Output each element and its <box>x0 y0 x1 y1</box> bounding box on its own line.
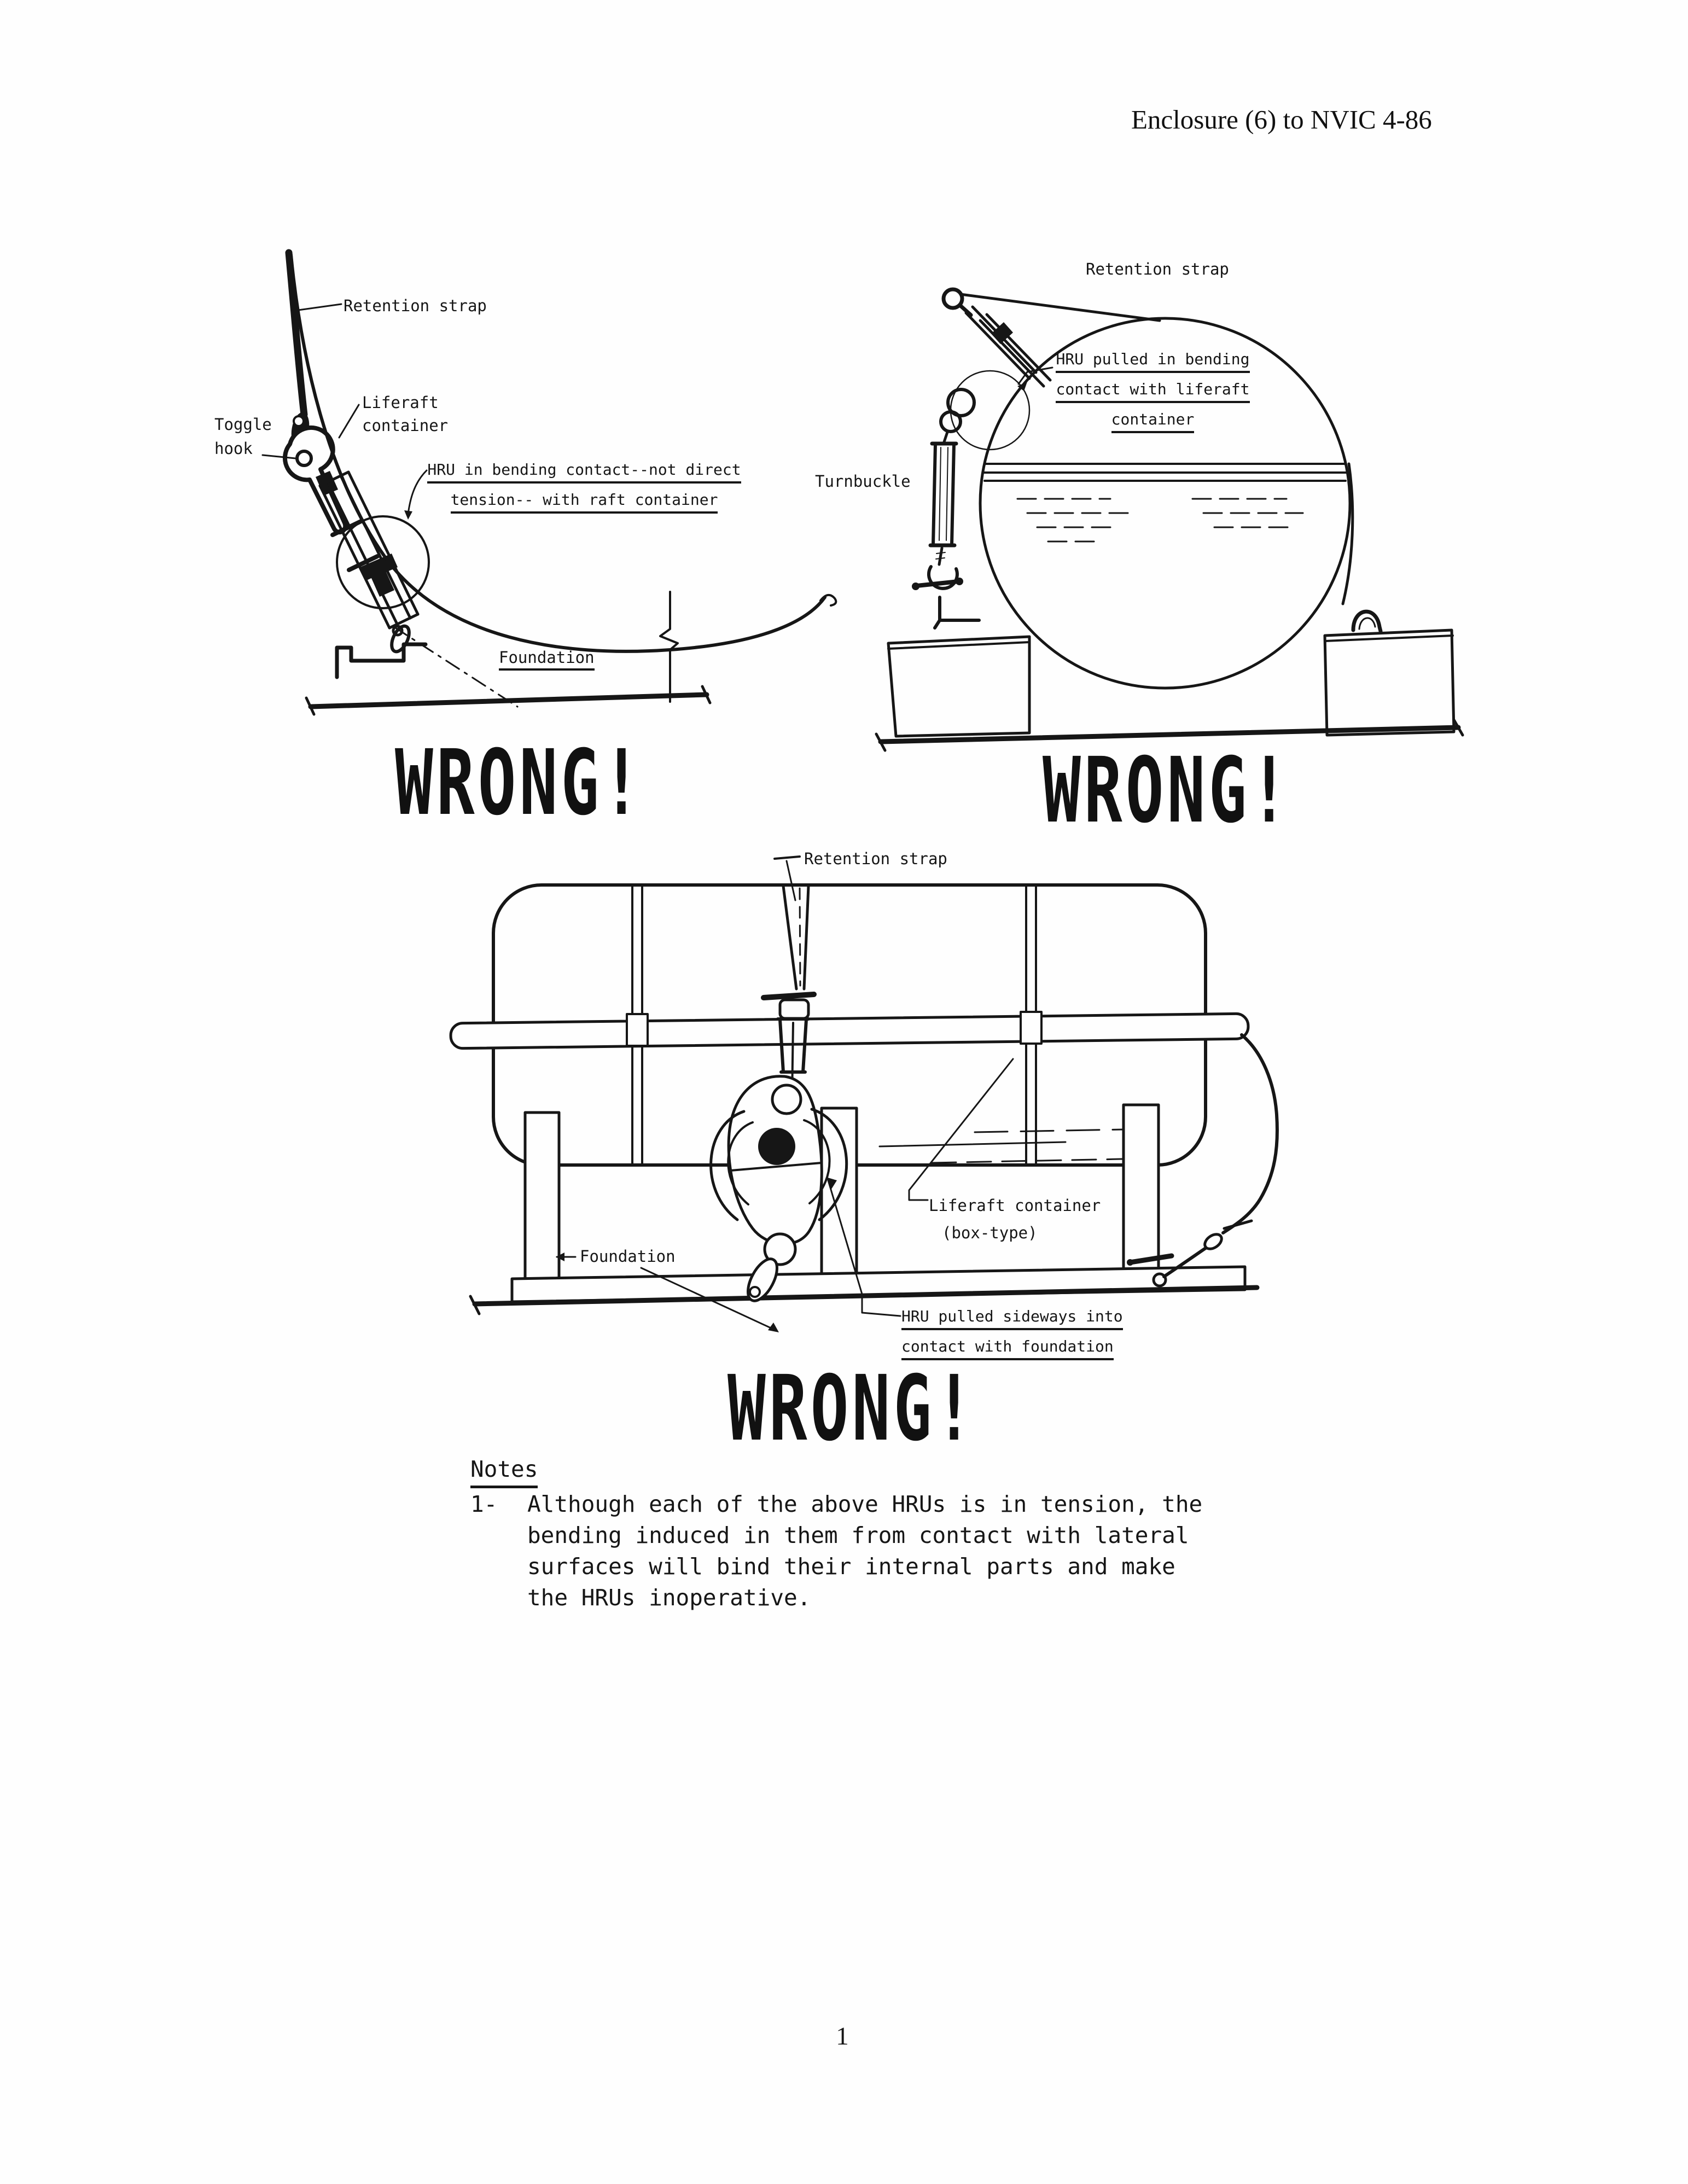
figure3-line-drawing <box>449 855 1279 1332</box>
fig3-hru-note: HRU pulled sideways into contact with fo… <box>901 1307 1123 1360</box>
fig1-retention-strap-label: Retention strap <box>344 296 487 315</box>
fig2-turnbuckle-label: Turnbuckle <box>815 472 911 491</box>
enclosure-header: Enclosure (6) to NVIC 4-86 <box>1131 104 1432 135</box>
note-text-line: the HRUs inoperative. <box>527 1585 811 1611</box>
fig1-liferaft-label-line2: container <box>362 416 449 435</box>
rail-strap-clips <box>626 1011 1043 1047</box>
fig3-liferaft-label-line2: (box-type) <box>942 1224 1038 1242</box>
figure1-root <box>261 249 837 716</box>
retention-strap-line <box>959 293 1354 605</box>
container-band <box>982 463 1348 482</box>
foundation-bracket <box>335 642 428 679</box>
fig2-hru-note-line2: contact with liferaft <box>1056 380 1250 403</box>
top-hook <box>941 287 973 317</box>
fig3-hru-note-line2: contact with foundation <box>901 1337 1114 1360</box>
fig3-wrong-verdict: WRONG! <box>727 1356 977 1461</box>
fig2-hru-note: HRU pulled in bending contact with lifer… <box>1047 350 1258 433</box>
fig3-liferaft-label-line1: Liferaft container <box>929 1196 1101 1215</box>
fig1-foundation-label: Foundation <box>499 650 595 671</box>
fig1-toggle-hook-label-line1: Toggle <box>214 415 272 434</box>
foundation-line <box>305 685 712 716</box>
ground-line <box>469 1285 1260 1315</box>
centerline-dashdot <box>393 626 519 708</box>
shackle-links <box>939 388 976 433</box>
note-item-number: 1- <box>470 1491 498 1517</box>
figure3-root <box>449 855 1279 1332</box>
note-text-line: bending induced in them from contact wit… <box>527 1522 1189 1548</box>
fig1-toggle-hook-label-line2: hook <box>214 439 253 458</box>
contact-bulge-circle <box>950 370 1031 451</box>
fig3-foundation-label: Foundation <box>580 1247 676 1266</box>
fig2-wrong-verdict: WRONG! <box>1043 738 1292 843</box>
label-leader-lines <box>556 855 1014 1332</box>
fig2-retention-strap-label: Retention strap <box>1086 260 1229 278</box>
note-text-line: surfaces will bind their internal parts … <box>527 1553 1175 1580</box>
hru-rods <box>964 305 1052 388</box>
fig1-hru-note-line1: HRU in bending contact--not direct <box>427 461 741 484</box>
container-outline-curve <box>289 253 837 653</box>
page-number: 1 <box>836 2022 849 2051</box>
figure2-root <box>875 287 1464 752</box>
lashing-rope <box>1127 1033 1279 1288</box>
ground-line <box>875 718 1464 752</box>
hru-assembly <box>709 1075 848 1302</box>
notes-heading: Notes <box>470 1456 538 1488</box>
figure2-line-drawing <box>875 287 1464 752</box>
container-circle <box>979 317 1352 690</box>
label-leader-lines <box>261 303 428 520</box>
contact-bulge-circle <box>336 515 430 609</box>
mount-bracket <box>933 596 981 630</box>
fig3-hru-note-line1: HRU pulled sideways into <box>901 1307 1123 1330</box>
turnbuckle-device <box>928 430 958 566</box>
fig3-retention-strap-label: Retention strap <box>804 849 947 868</box>
fig2-hru-note-line3: container <box>1111 410 1195 433</box>
foundation-block-left <box>887 635 1031 738</box>
horizontal-rail <box>449 1012 1250 1050</box>
fig1-liferaft-label-line1: Liferaft <box>362 393 439 412</box>
fig2-hru-note-line1: HRU pulled in bending <box>1056 350 1250 373</box>
right-hook <box>1351 609 1383 633</box>
bottom-shackle <box>912 565 963 590</box>
fig1-wrong-verdict: WRONG! <box>395 731 644 836</box>
water-marks <box>1016 498 1304 543</box>
break-line <box>659 591 679 703</box>
note-text-line: Although each of the above HRUs is in te… <box>527 1491 1203 1517</box>
figure1-line-drawing <box>261 249 837 716</box>
fig1-hru-note: HRU in bending contact--not direct tensi… <box>426 461 743 514</box>
hru-bottom-clevis <box>390 624 411 654</box>
foundation-block-right <box>1323 628 1456 737</box>
fig1-hru-note-line2: tension-- with raft container <box>450 491 718 514</box>
label-leader-lines <box>1017 366 1053 391</box>
